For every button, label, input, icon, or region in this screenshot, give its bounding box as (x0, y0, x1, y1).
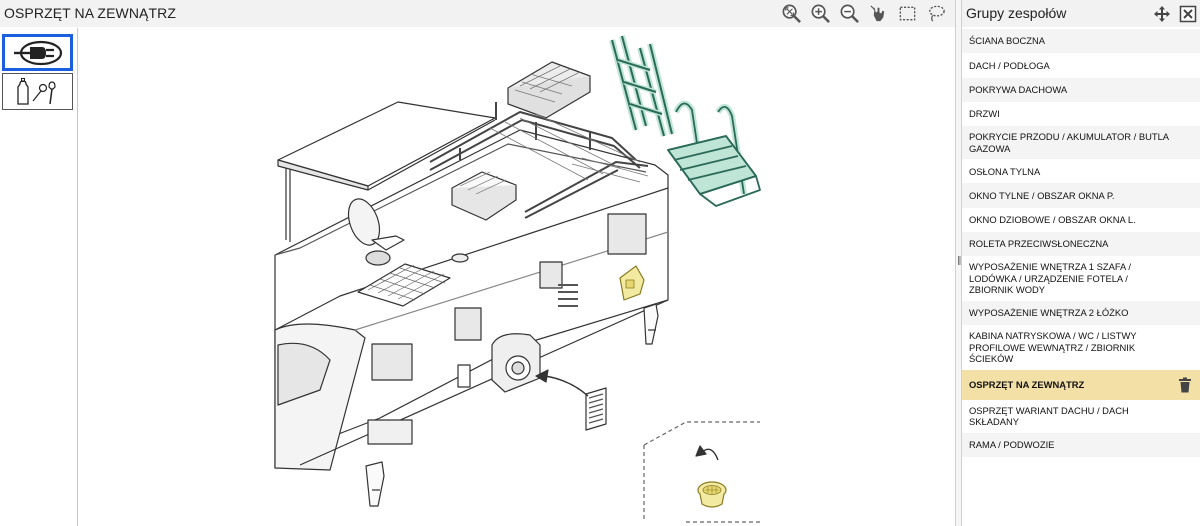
close-icon (1179, 5, 1197, 23)
caravan-exterior-drawing (274, 35, 761, 523)
vent-grille-part (585, 387, 607, 431)
group-item-label: OKNO DZIOBOWE / OBSZAR OKNA L. (969, 214, 1136, 226)
panel-splitter[interactable]: ‖ (955, 0, 962, 526)
view-toolbar (779, 2, 949, 25)
group-item[interactable]: POKRYCIE PRZODU / AKUMULATOR / BUTLA GAZ… (962, 126, 1200, 160)
rect-select-icon (899, 6, 916, 21)
group-item-label: WYPOSAŻENIE WNĘTRZA 1 SZAFA / LODÓWKA / … (969, 261, 1132, 296)
zoom-in-button[interactable] (808, 2, 833, 25)
corner-steady-front (365, 461, 385, 507)
group-item-label: KABINA NATRYSKOWA / WC / LISTWY PROFILOW… (969, 330, 1137, 365)
group-item[interactable]: ŚCIANA BOCZNA (962, 29, 1200, 54)
thumbnail-gas-bottle-tools[interactable] (2, 73, 73, 110)
pan-hand-icon (870, 5, 885, 22)
group-item-label: OKNO TYLNE / OBSZAR OKNA P. (969, 189, 1115, 201)
zoom-in-icon (811, 4, 830, 23)
group-item-label: WYPOSAŻENIE WNĘTRZA 2 ŁÓŻKO (969, 307, 1129, 319)
power-plug-icon (13, 40, 62, 65)
awning-part (277, 101, 496, 242)
zoom-out-icon (840, 4, 859, 23)
zoom-fit-button[interactable] (779, 2, 804, 25)
lasso-select-button[interactable] (924, 2, 949, 25)
group-item[interactable]: ROLETA PRZECIWSŁONECZNA (962, 232, 1200, 257)
group-item-label: RAMA / PODWOZIE (969, 439, 1055, 451)
lasso-select-icon (929, 5, 945, 22)
corner-steady-rear (643, 303, 659, 345)
thumbnail-power-plug[interactable] (2, 34, 73, 71)
group-item-label: ROLETA PRZECIWSŁONECZNA (969, 238, 1109, 250)
zoom-out-button[interactable] (837, 2, 862, 25)
panel-header-actions (1152, 4, 1198, 24)
group-item[interactable]: OSŁONA TYLNA (962, 159, 1200, 184)
group-item[interactable]: KABINA NATRYSKOWA / WC / LISTWY PROFILOW… (962, 325, 1200, 370)
wheel-part (491, 333, 541, 393)
group-item-label: OSPRZĘT NA ZEWNĄTRZ (969, 378, 1085, 390)
gas-bottle-tools-icon (16, 77, 56, 105)
thumbnail-strip (0, 28, 78, 526)
bike-rack-part (667, 100, 761, 207)
group-item[interactable]: WYPOSAŻENIE WNĘTRZA 2 ŁÓŻKO (962, 300, 1200, 326)
detail-inset (643, 421, 760, 523)
group-item-label: OSŁONA TYLNA (969, 165, 1041, 177)
panel-header: Grupy zespołów (962, 0, 1200, 27)
satellite-dish-part (347, 198, 405, 266)
group-item-label: POKRYWA DACHOWA (969, 83, 1068, 95)
group-list: ŚCIANA BOCZNA DACH / PODŁOGA POKRYWA DAC… (962, 29, 1200, 457)
group-item-label: ŚCIANA BOCZNA (969, 35, 1046, 47)
roof-vent-box (451, 171, 517, 221)
main-area: OSPRZĘT NA ZEWNĄTRZ (0, 0, 955, 526)
group-item[interactable]: OKNO TYLNE / OBSZAR OKNA P. (962, 183, 1200, 208)
group-item[interactable]: POKRYWA DACHOWA (962, 77, 1200, 102)
panel-title: Grupy zespołów (966, 5, 1067, 21)
group-item[interactable]: OSPRZĘT WARIANT DACHU / DACH SKŁADANY (962, 399, 1200, 433)
group-item[interactable]: RAMA / PODWOZIE (962, 432, 1200, 457)
move-arrows-icon (1154, 6, 1170, 22)
roof-grid-part (357, 263, 451, 307)
close-panel-button[interactable] (1178, 4, 1198, 24)
move-panel-button[interactable] (1152, 4, 1172, 24)
trash-icon[interactable] (1178, 377, 1192, 393)
group-item[interactable]: DRZWI (962, 101, 1200, 127)
splitter-grip-icon: ‖ (957, 256, 962, 266)
group-item[interactable]: DACH / PODŁOGA (962, 53, 1200, 78)
pan-button[interactable] (866, 2, 891, 25)
rect-select-button[interactable] (895, 2, 920, 25)
assembly-groups-panel: Grupy zespołów ŚCIANA BOCZNA DACH / PODŁ… (962, 0, 1200, 526)
group-item[interactable]: OKNO DZIOBOWE / OBSZAR OKNA L. (962, 207, 1200, 233)
group-item-label: DRZWI (969, 108, 1000, 120)
group-item-label: DACH / PODŁOGA (969, 59, 1050, 71)
zoom-fit-icon (782, 4, 801, 23)
group-item-selected[interactable]: OSPRZĘT NA ZEWNĄTRZ (962, 369, 1200, 400)
title-bar: OSPRZĘT NA ZEWNĄTRZ (0, 0, 955, 27)
power-socket-part (619, 265, 645, 301)
group-item[interactable]: WYPOSAŻENIE WNĘTRZA 1 SZAFA / LODÓWKA / … (962, 256, 1200, 301)
group-item-label: OSPRZĘT WARIANT DACHU / DACH SKŁADANY (969, 404, 1129, 428)
group-item-label: POKRYCIE PRZODU / AKUMULATOR / BUTLA GAZ… (969, 131, 1169, 154)
roof-rails-part (429, 102, 649, 219)
rear-ladder-part (609, 35, 675, 137)
skylight-part (507, 61, 591, 119)
exploded-drawing-canvas[interactable] (79, 28, 955, 526)
page-title: OSPRZĘT NA ZEWNĄTRZ (4, 5, 176, 21)
